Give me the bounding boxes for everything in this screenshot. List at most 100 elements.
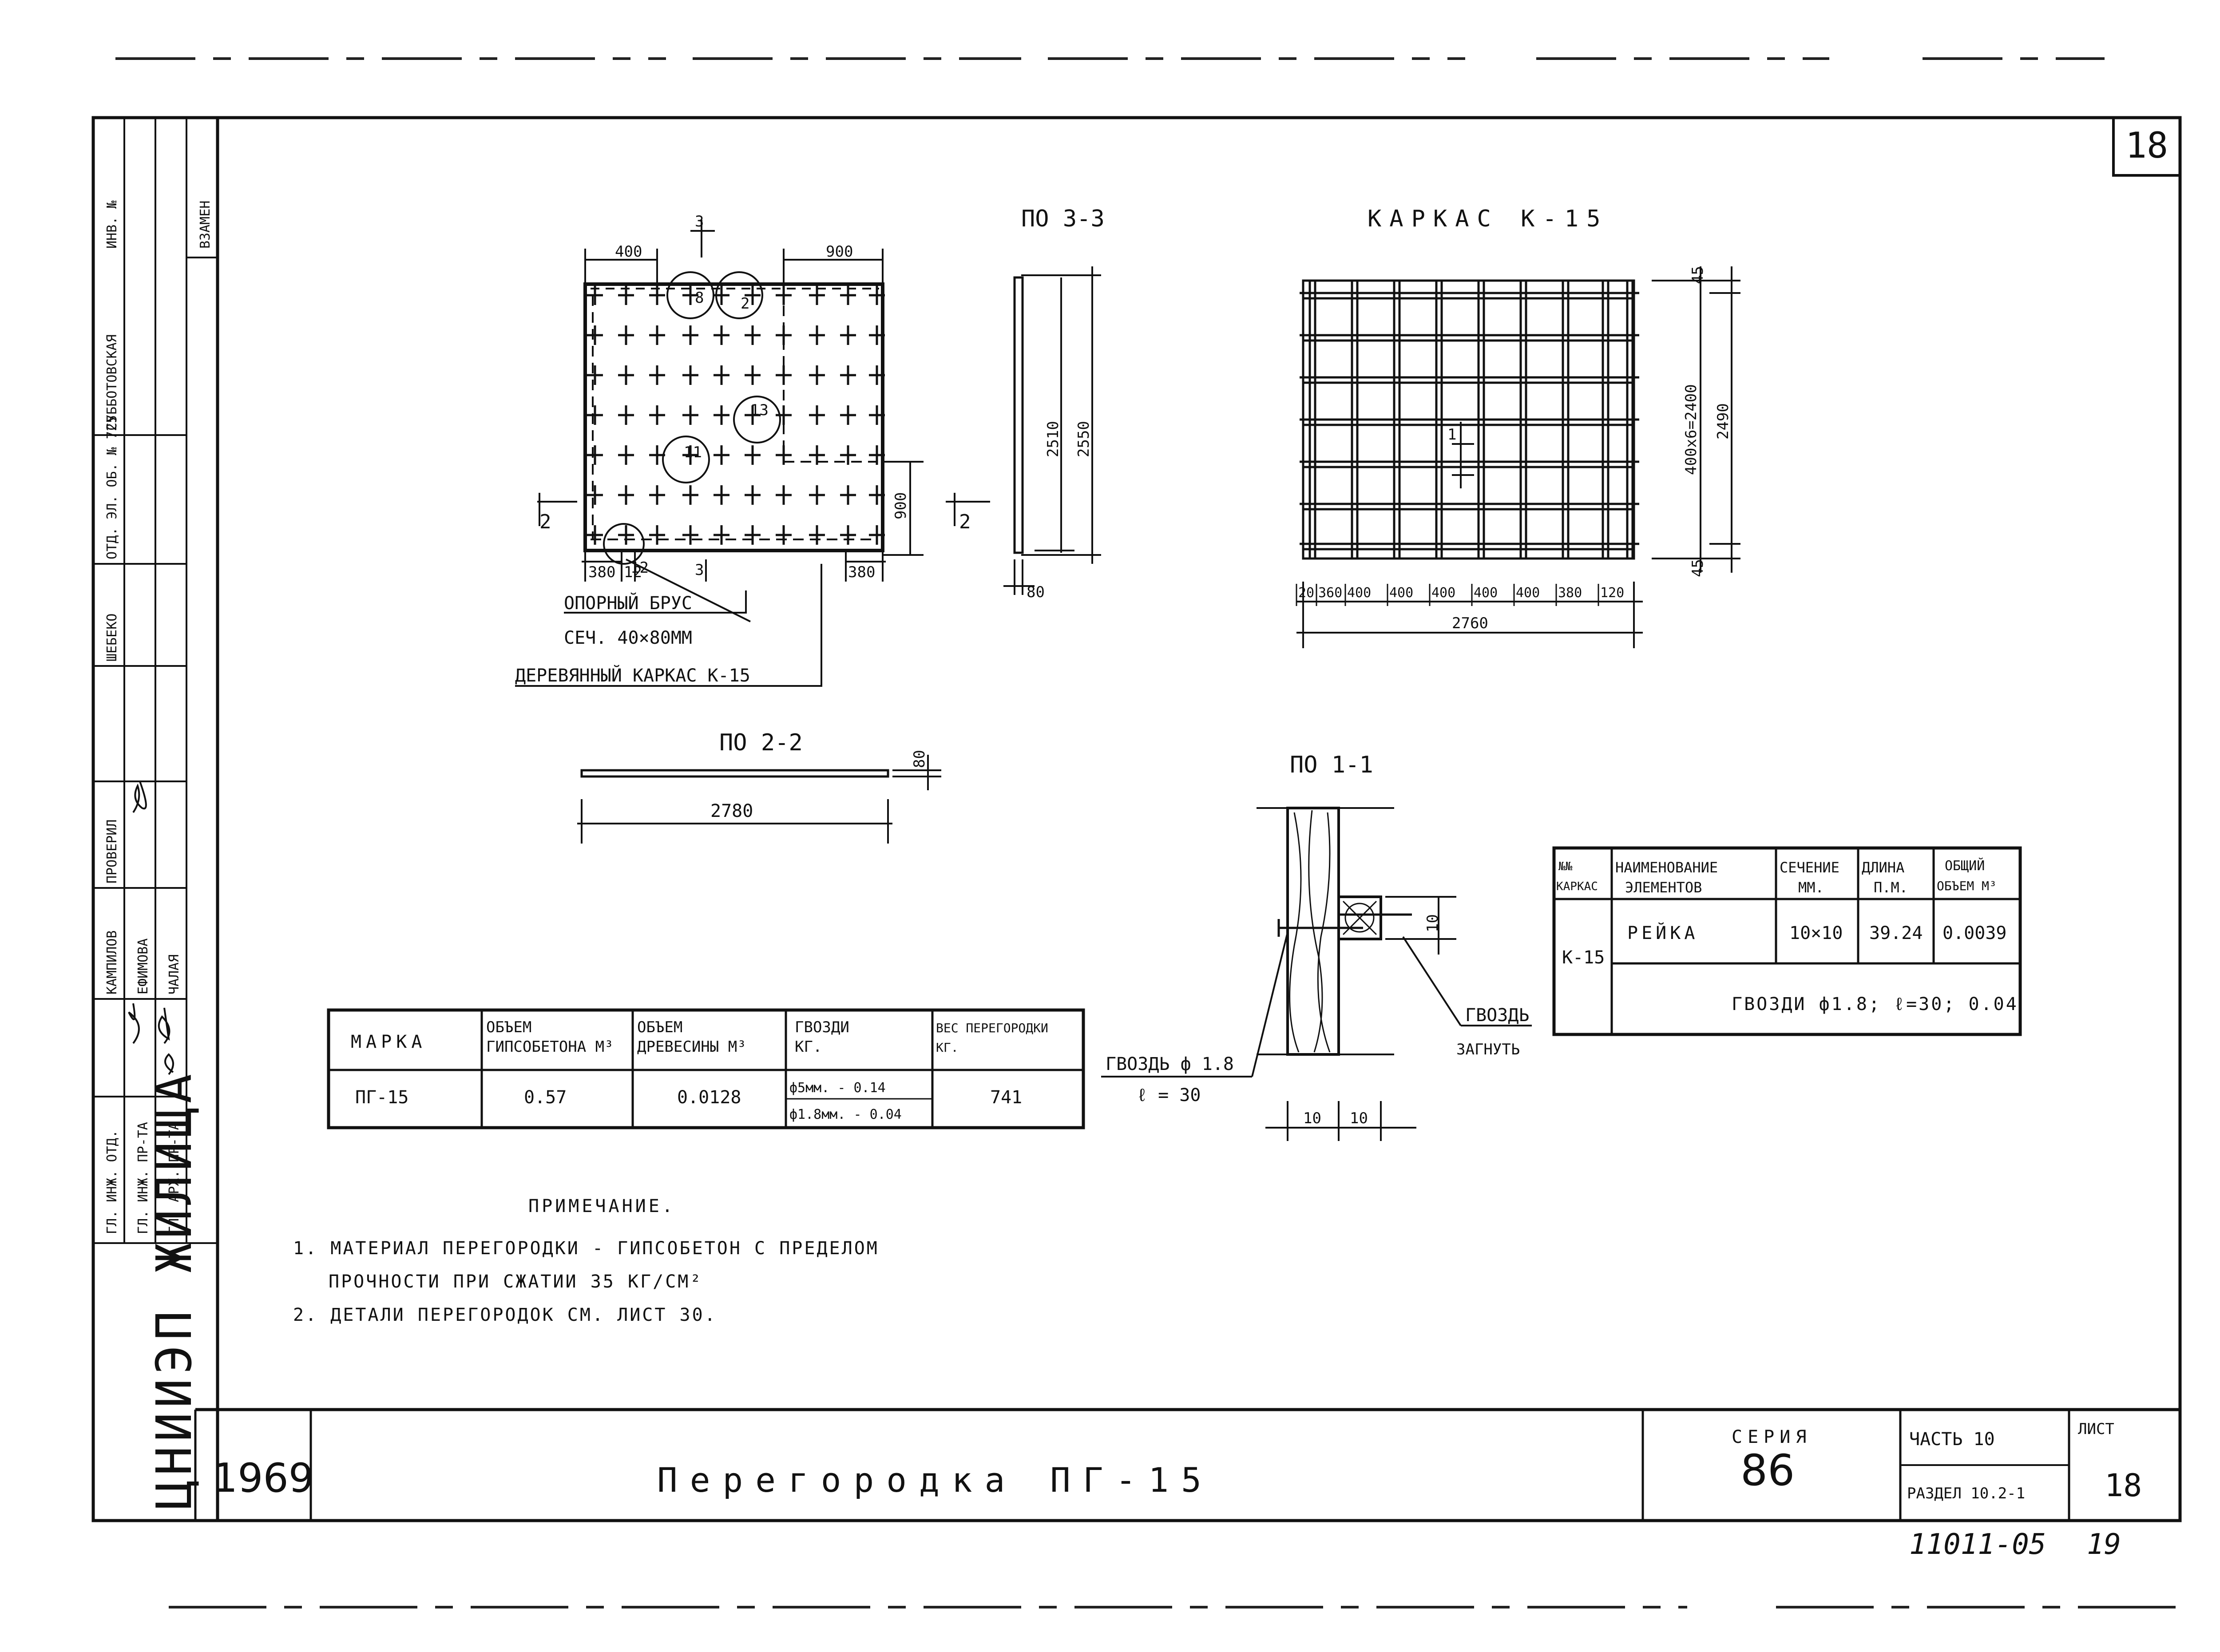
notes: ПРИМЕЧАНИЕ. 1. МАТЕРИАЛ ПЕРЕГОРОДКИ - ГИ… <box>293 1196 879 1325</box>
detail-callouts <box>603 271 781 565</box>
td-wood: 0.0128 <box>677 1087 741 1108</box>
td-nails-1: ф5мм. - 0.14 <box>789 1080 886 1096</box>
tb-title: Перегородка ПГ-15 <box>657 1460 1214 1500</box>
nail-cross <box>714 485 729 505</box>
nail-cross <box>682 325 698 345</box>
th-nails-line2: КГ. <box>795 1038 822 1056</box>
td-nails-2: ф1.8мм. - 0.04 <box>789 1107 902 1122</box>
dim-bottom-left: 380 <box>588 563 615 581</box>
th-mark: МАРКА <box>351 1032 426 1052</box>
sheet-border <box>91 116 2182 1522</box>
ft-th-name-line2: ЭЛЕМЕНТОВ <box>1625 879 1702 896</box>
tb-part: ЧАСТЬ 10 <box>1909 1429 1995 1450</box>
nail-cross <box>840 525 856 545</box>
title-block: 1969 Перегородка ПГ-15 СЕРИЯ 86 ЧАСТЬ 10… <box>212 1420 2142 1504</box>
nail-cross <box>587 445 603 465</box>
section-1-1: ПО 1-1 <box>1101 752 1532 1141</box>
nail-cross <box>776 285 792 305</box>
stamp-instead: ВЗАМЕН <box>198 201 213 249</box>
frame-dim-x: 120 <box>1600 585 1624 601</box>
nail-cross <box>587 525 603 545</box>
nail-cross <box>714 405 729 425</box>
sheet-number-top: 18 <box>2125 125 2168 166</box>
ft-th-section-line1: СЕЧЕНИЕ <box>1780 859 1839 876</box>
nail-cross <box>618 525 634 545</box>
frame-dim-x: 400 <box>1431 585 1455 601</box>
nail-cross <box>809 525 825 545</box>
nail-cross <box>682 525 698 545</box>
nail-cross <box>618 365 634 385</box>
nail-cross <box>682 405 698 425</box>
frame-dim-x: 400 <box>1516 585 1540 601</box>
nail-cross <box>840 445 856 465</box>
callout-8: 8 <box>695 289 704 307</box>
nail-cross <box>745 405 761 425</box>
frame-dim-x: 400 <box>1347 585 1371 601</box>
tb-sheet-label: ЛИСТ <box>2078 1420 2114 1438</box>
tb-series: 86 <box>1740 1446 1795 1495</box>
frame-table: №№ КАРКАС НАИМЕНОВАНИЕ ЭЛЕМЕНТОВ СЕЧЕНИЕ… <box>1552 846 2022 1036</box>
note-2: 2. ДЕТАЛИ ПЕРЕГОРОДОК СМ. ЛИСТ 30. <box>293 1305 717 1325</box>
tb-section: РАЗДЕЛ 10.2-1 <box>1907 1485 2025 1502</box>
nail-cross <box>649 285 665 305</box>
nail-cross <box>745 365 761 385</box>
scan-page: 19 <box>2087 1528 2121 1561</box>
leader-support-section: СЕЧ. 40×80ММ <box>564 628 692 648</box>
leader-wood-frame: ДЕРЕВЯННЫЙ КАРКАС К-15 <box>515 665 750 686</box>
ft-th-name-line1: НАИМЕНОВАНИЕ <box>1615 859 1718 876</box>
nail-cross <box>776 445 792 465</box>
nail-cross <box>840 365 856 385</box>
nail-cross <box>587 405 603 425</box>
nail-cross <box>809 325 825 345</box>
callout-2: 2 <box>741 295 749 313</box>
nail-cross <box>776 365 792 385</box>
frame-dim-bottom: 45 <box>1689 559 1707 577</box>
nail-cross <box>809 445 825 465</box>
nail-cross <box>869 525 885 545</box>
nail-cross <box>809 405 825 425</box>
ft-volume: 0.0039 <box>1942 923 2007 943</box>
dim-bottom-right: 380 <box>848 563 875 581</box>
section-mark-2-right: 2 <box>959 511 971 533</box>
plan-dim-lines <box>515 220 990 687</box>
dim-33-outer: 2550 <box>1075 421 1093 457</box>
frame-dim-x: 380 <box>1558 585 1582 601</box>
side-stamp-text: ГЛ. ИНЖ. ОТД. ГЛ. ИНЖ. ПР-ТА ГЛ. АРХ. ПР… <box>104 201 213 1509</box>
nail-cross <box>587 485 603 505</box>
frame-section-mark: 1 <box>1447 426 1456 444</box>
nail-cross <box>745 445 761 465</box>
th-nails: ГВОЗДИ КГ. <box>795 1018 858 1056</box>
scan-code: 11011-05 <box>1909 1528 2046 1561</box>
dim-top-right: 900 <box>826 243 853 261</box>
ft-th-volume-line1: ОБЩИЙ <box>1945 858 1985 874</box>
ft-th-no-line2: КАРКАС <box>1556 880 1598 893</box>
ft-name: РЕЙКА <box>1627 922 1698 943</box>
nail-cross <box>587 285 603 305</box>
leader-support-beam: ОПОРНЫЙ БРУС <box>564 592 692 614</box>
stamp-subbotovskaya: СУББОТОВСКАЯ <box>104 334 120 431</box>
dim-11-bottom-2: 10 <box>1350 1109 1368 1127</box>
notes-heading: ПРИМЕЧАНИЕ. <box>528 1196 675 1216</box>
th-gypsum-line1: ОБЪЕМ <box>486 1018 531 1036</box>
dim-22-thickness: 80 <box>911 750 928 768</box>
frame-grid <box>1300 279 1639 560</box>
frame-dim-inner-y: 400x6=2400 <box>1682 384 1700 475</box>
section-33-title: ПО 3-3 <box>1021 206 1105 232</box>
nail-right-line2: ЗАГНУТЬ <box>1456 1041 1520 1058</box>
nail-cross-grid <box>587 285 885 545</box>
nail-cross <box>649 485 665 505</box>
ft-length: 39.24 <box>1869 923 1923 943</box>
dim-11-bottom-1: 10 <box>1303 1109 1321 1127</box>
stamp-role-3: ГЛ. АРХ. ПР-ТА <box>166 1122 182 1234</box>
frame-dim-total-x: 2760 <box>1452 614 1488 632</box>
stamp-shebeko: ШЕБЕКО <box>104 614 120 662</box>
nail-cross <box>840 325 856 345</box>
note-1a: 1. МАТЕРИАЛ ПЕРЕГОРОДКИ - ГИПСОБЕТОН С П… <box>293 1238 879 1259</box>
th-wood-line1: ОБЪЕМ <box>637 1018 682 1036</box>
nail-cross <box>869 285 885 305</box>
callout-13: 13 <box>750 401 769 419</box>
nail-cross <box>809 365 825 385</box>
th-weight-line2: КГ. <box>936 1040 959 1055</box>
